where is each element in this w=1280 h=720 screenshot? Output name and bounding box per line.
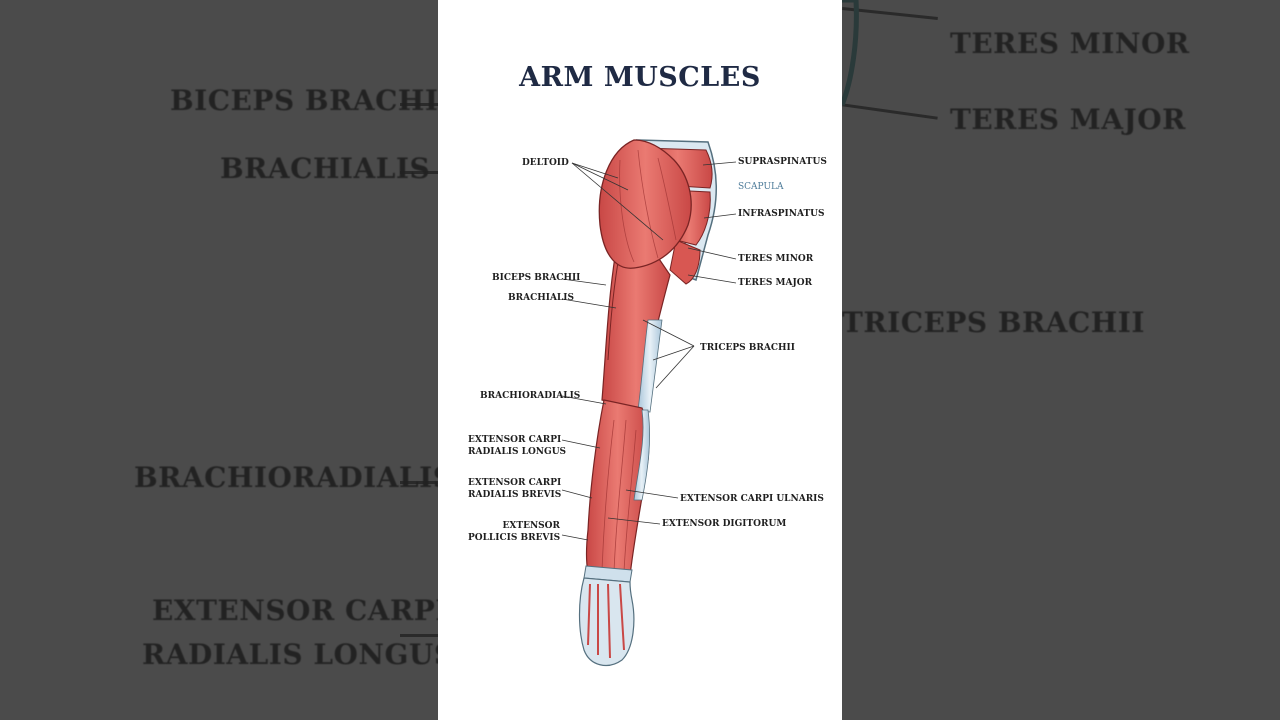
label-ecrl-line2: RADIALIS LONGUS xyxy=(468,447,567,457)
label-triceps-brachii: TRICEPS BRACHII xyxy=(700,343,795,353)
background-left: BICEPS BRACHII BRACHIALIS BRACHIORADIALI… xyxy=(0,0,438,720)
deltoid-fibers xyxy=(619,149,677,263)
label-supraspinatus: SUPRASPINATUS xyxy=(738,157,827,167)
forearm-tendon xyxy=(633,409,651,501)
bg-label-teres-minor: TERES MINOR xyxy=(950,27,1190,60)
label-teres-minor: TERES MINOR xyxy=(738,254,814,264)
bg-leader-line xyxy=(400,481,438,484)
label-deltoid: DELTOID xyxy=(522,158,569,168)
label-ecrl-line1: EXTENSOR CARPI xyxy=(468,435,562,445)
label-extensor-digitorum: EXTENSOR DIGITORUM xyxy=(662,519,787,529)
bg-leader-line xyxy=(400,634,438,637)
leader-lines xyxy=(561,161,737,541)
diagram-panel: ARM MUSCLES xyxy=(438,0,842,720)
bg-label-ecrl-line1: EXTENSOR CARPI xyxy=(152,594,438,627)
hand xyxy=(578,577,635,667)
hand-tendons xyxy=(587,583,625,659)
triceps-tendon xyxy=(637,319,663,413)
label-biceps-brachii: BICEPS BRACHII xyxy=(492,273,581,283)
label-scapula: SCAPULA xyxy=(738,182,784,192)
bg-label-triceps-brachii: TRICEPS BRACHII xyxy=(842,306,1145,339)
forearm-fibers xyxy=(601,419,637,573)
label-teres-major: TERES MAJOR xyxy=(738,278,813,288)
background-right: TERES MINOR TERES MAJOR TRICEPS BRACHII xyxy=(842,0,1280,720)
label-epb-line1: EXTENSOR xyxy=(502,521,560,531)
bg-arm-edge xyxy=(842,0,859,106)
bg-leader-line xyxy=(400,171,438,174)
bg-label-teres-major: TERES MAJOR xyxy=(950,103,1186,136)
label-brachioradialis: BRACHIORADIALIS xyxy=(480,391,581,401)
arm-illustration xyxy=(561,139,737,667)
bg-label-brachialis: BRACHIALIS xyxy=(220,152,431,185)
bg-leader-line xyxy=(400,103,438,106)
label-infraspinatus: INFRASPINATUS xyxy=(738,209,825,219)
label-epb-line2: POLLICIS BREVIS xyxy=(468,533,561,543)
bg-label-biceps-brachii: BICEPS BRACHII xyxy=(170,84,438,117)
diagram-title: ARM MUSCLES xyxy=(519,62,761,93)
label-ecrb-line1: EXTENSOR CARPI xyxy=(468,478,562,488)
bg-label-brachioradialis: BRACHIORADIALIS xyxy=(134,461,438,494)
bg-label-ecrl-line2: RADIALIS LONGUS xyxy=(142,638,438,671)
label-brachialis: BRACHIALIS xyxy=(508,293,574,303)
label-extensor-carpi-ulnaris: EXTENSOR CARPI ULNARIS xyxy=(680,494,824,504)
biceps-edge xyxy=(607,261,619,361)
label-ecrb-line2: RADIALIS BREVIS xyxy=(468,490,562,500)
